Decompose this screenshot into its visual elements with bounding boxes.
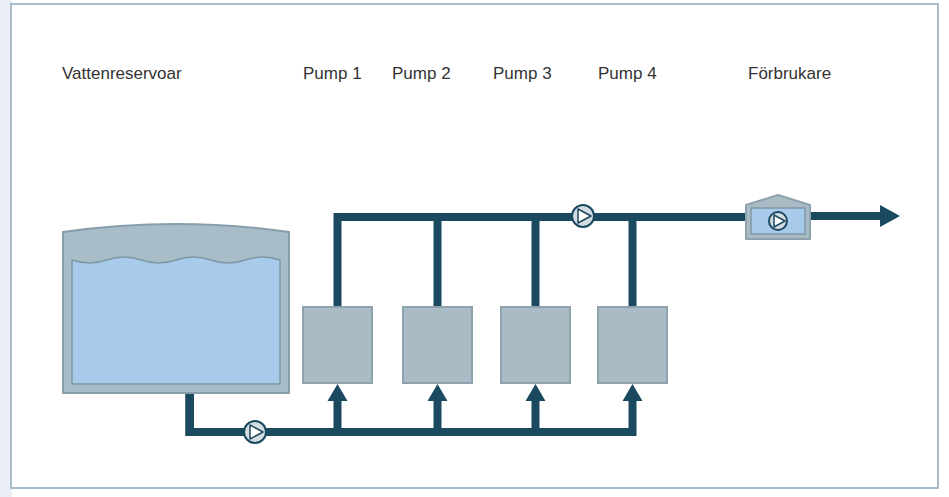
consumer-pump-circle bbox=[769, 212, 787, 230]
flow-arrowhead bbox=[623, 384, 643, 401]
tank-shape bbox=[62, 222, 290, 394]
water-fill bbox=[72, 257, 280, 384]
column-heading: Pump 3 bbox=[493, 64, 552, 84]
tank-body bbox=[63, 224, 289, 393]
consumer-housing bbox=[746, 195, 810, 239]
pump-body bbox=[598, 307, 667, 383]
column-heading: Pump 1 bbox=[303, 64, 362, 84]
frame-border bbox=[11, 4, 938, 488]
pipe-line bbox=[190, 394, 536, 432]
pipe-connector bbox=[338, 217, 746, 306]
pump-symbol bbox=[572, 205, 594, 227]
flow-arrowhead bbox=[328, 384, 348, 401]
pump-symbol bbox=[244, 421, 266, 443]
pump-unit: Pump 1 bbox=[302, 306, 373, 384]
pump-shape bbox=[597, 306, 668, 384]
pump-shape bbox=[302, 306, 373, 384]
pipe-connector bbox=[438, 217, 746, 306]
column-heading: Förbrukare bbox=[748, 64, 831, 84]
column-heading: Pump 4 bbox=[598, 64, 657, 84]
pump-shape bbox=[500, 306, 571, 384]
flow-arrowhead bbox=[526, 384, 546, 401]
pipe-line bbox=[338, 217, 746, 306]
house-shape bbox=[745, 194, 811, 240]
pump-unit: Pump 4 bbox=[597, 306, 668, 384]
column-heading: Vattenreservoar bbox=[62, 64, 182, 84]
pipe-line bbox=[438, 217, 746, 306]
pipe-line bbox=[536, 217, 746, 306]
outflow-pipe bbox=[811, 212, 884, 220]
pump-unit: Pump 2 bbox=[402, 306, 473, 384]
pump-triangle bbox=[250, 425, 263, 439]
flow-arrowhead bbox=[428, 384, 448, 401]
outflow-head bbox=[880, 205, 900, 227]
pipe-connector bbox=[633, 217, 746, 306]
pipe-connector bbox=[536, 217, 746, 306]
water-reservoir: Vattenreservoar bbox=[62, 222, 290, 394]
pipe-line bbox=[190, 394, 438, 432]
pump-triangle bbox=[578, 209, 591, 223]
pump-unit: Pump 3 bbox=[500, 306, 571, 384]
consumer-unit: Förbrukare bbox=[745, 194, 811, 240]
consumer-pump-triangle bbox=[774, 215, 785, 227]
column-heading: Pump 2 bbox=[392, 64, 451, 84]
consumer-window bbox=[751, 208, 805, 234]
pump-body bbox=[303, 307, 372, 383]
pipe-line bbox=[633, 217, 746, 306]
pump-body bbox=[403, 307, 472, 383]
pump-body bbox=[501, 307, 570, 383]
outflow-arrow bbox=[811, 205, 900, 227]
pump-shape bbox=[402, 306, 473, 384]
pump-circle bbox=[244, 421, 266, 443]
pump-circle bbox=[572, 205, 594, 227]
